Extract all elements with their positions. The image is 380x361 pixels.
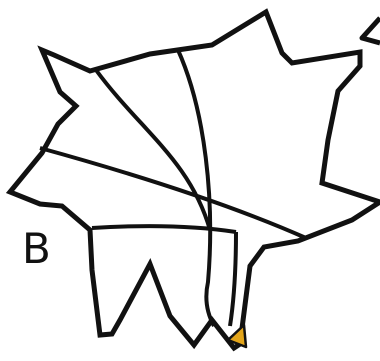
leaf-outline: [10, 12, 380, 348]
neighbor-shape-fragment: [362, 18, 380, 43]
region-label-b: B: [22, 228, 51, 270]
